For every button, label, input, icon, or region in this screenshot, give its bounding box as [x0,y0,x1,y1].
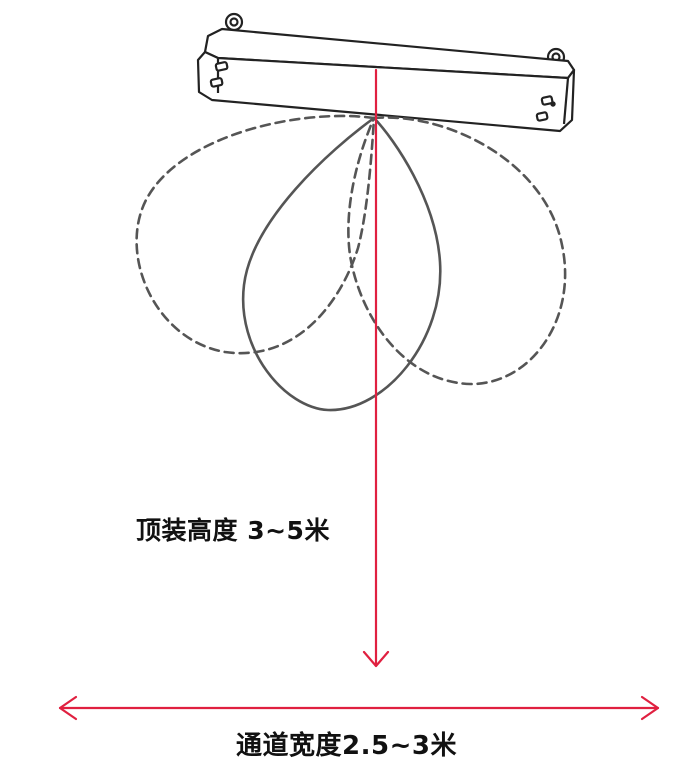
width-arrow-head-left [58,695,78,721]
port-left-top [214,61,229,72]
width-arrow-head-right [640,695,660,721]
port-right-top [540,95,554,106]
height-arrow-head [362,650,390,668]
port-left-bottom [209,77,224,88]
ceiling-sensor-icon [196,12,576,133]
hanging-ring-left-icon [224,12,244,32]
side-beam-lobes [135,114,567,386]
width-arrow [58,695,660,721]
height-arrow [362,68,390,668]
aisle-width-label: 通道宽度2.5~3米 [236,731,457,761]
indicator-light [550,101,556,107]
beam-lobe-right-dashed [347,116,567,386]
mount-height-label: 顶装高度 3~5米 [136,516,330,545]
beam-lobe-left-dashed [135,114,376,355]
beam-lobe-center-solid [241,116,442,412]
port-right-bottom [535,111,549,122]
